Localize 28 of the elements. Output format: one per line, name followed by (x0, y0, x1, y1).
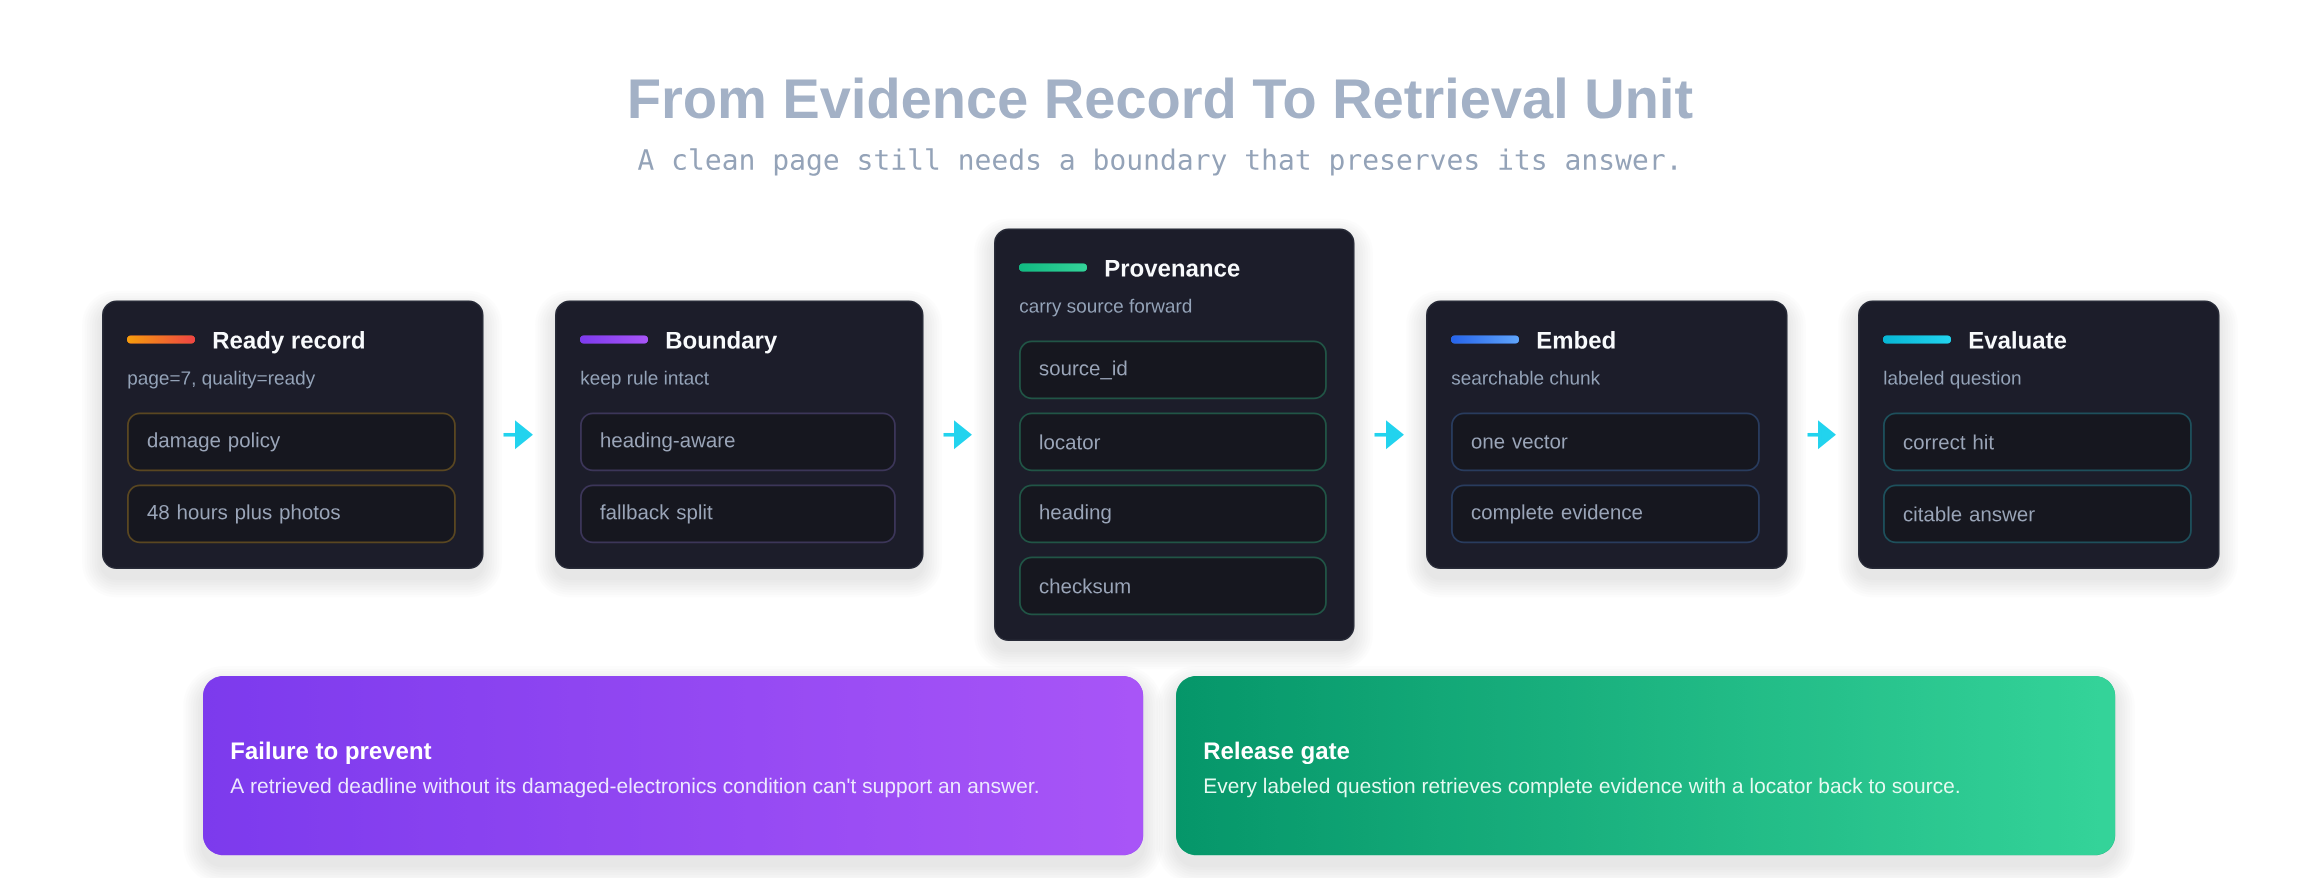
card-title: Embed (1537, 331, 1615, 349)
chip: correct hit (1883, 412, 2192, 472)
card-subtitle: keep rule intact (581, 370, 709, 389)
card-title: Boundary (666, 331, 778, 354)
chip: source_id (1019, 340, 1327, 400)
chip: complete evidence (1451, 484, 1760, 544)
chip: checksum (1019, 556, 1327, 616)
chip: damage policy (127, 412, 456, 472)
panel-text: Every labeled question retrieves complete evidence with a locator back to source. (1204, 777, 1959, 798)
chip: heading (1019, 484, 1327, 544)
chip: one vector (1451, 412, 1760, 472)
panel-title: Release gate (1204, 741, 1350, 765)
chip: fallback split (580, 484, 896, 544)
card-subtitle: labeled question (1884, 370, 2021, 389)
title: From Evidence Record To Retrieval Unit (630, 77, 1693, 119)
card-title: Evaluate (1969, 331, 2067, 349)
panel-text: A retrieved deadline without its damaged-electronics condition can't support an answer. (230, 777, 1038, 798)
card-subtitle: carry source forward (1020, 298, 1192, 317)
chip: 48 hours plus photos (127, 484, 456, 544)
chip: locator (1019, 412, 1327, 472)
card-title: Provenance (1105, 260, 1240, 277)
panel-title: Failure to prevent (231, 741, 432, 764)
subtitle: A clean page still needs a boundary that preserves its answer. (637, 148, 1676, 176)
chip: heading-aware (580, 412, 896, 472)
card-subtitle: searchable chunk (1451, 370, 1601, 385)
card-subtitle: page=7, quality=ready (128, 370, 316, 389)
card-title: Ready record (213, 331, 364, 354)
chip: citable answer (1883, 484, 2192, 544)
